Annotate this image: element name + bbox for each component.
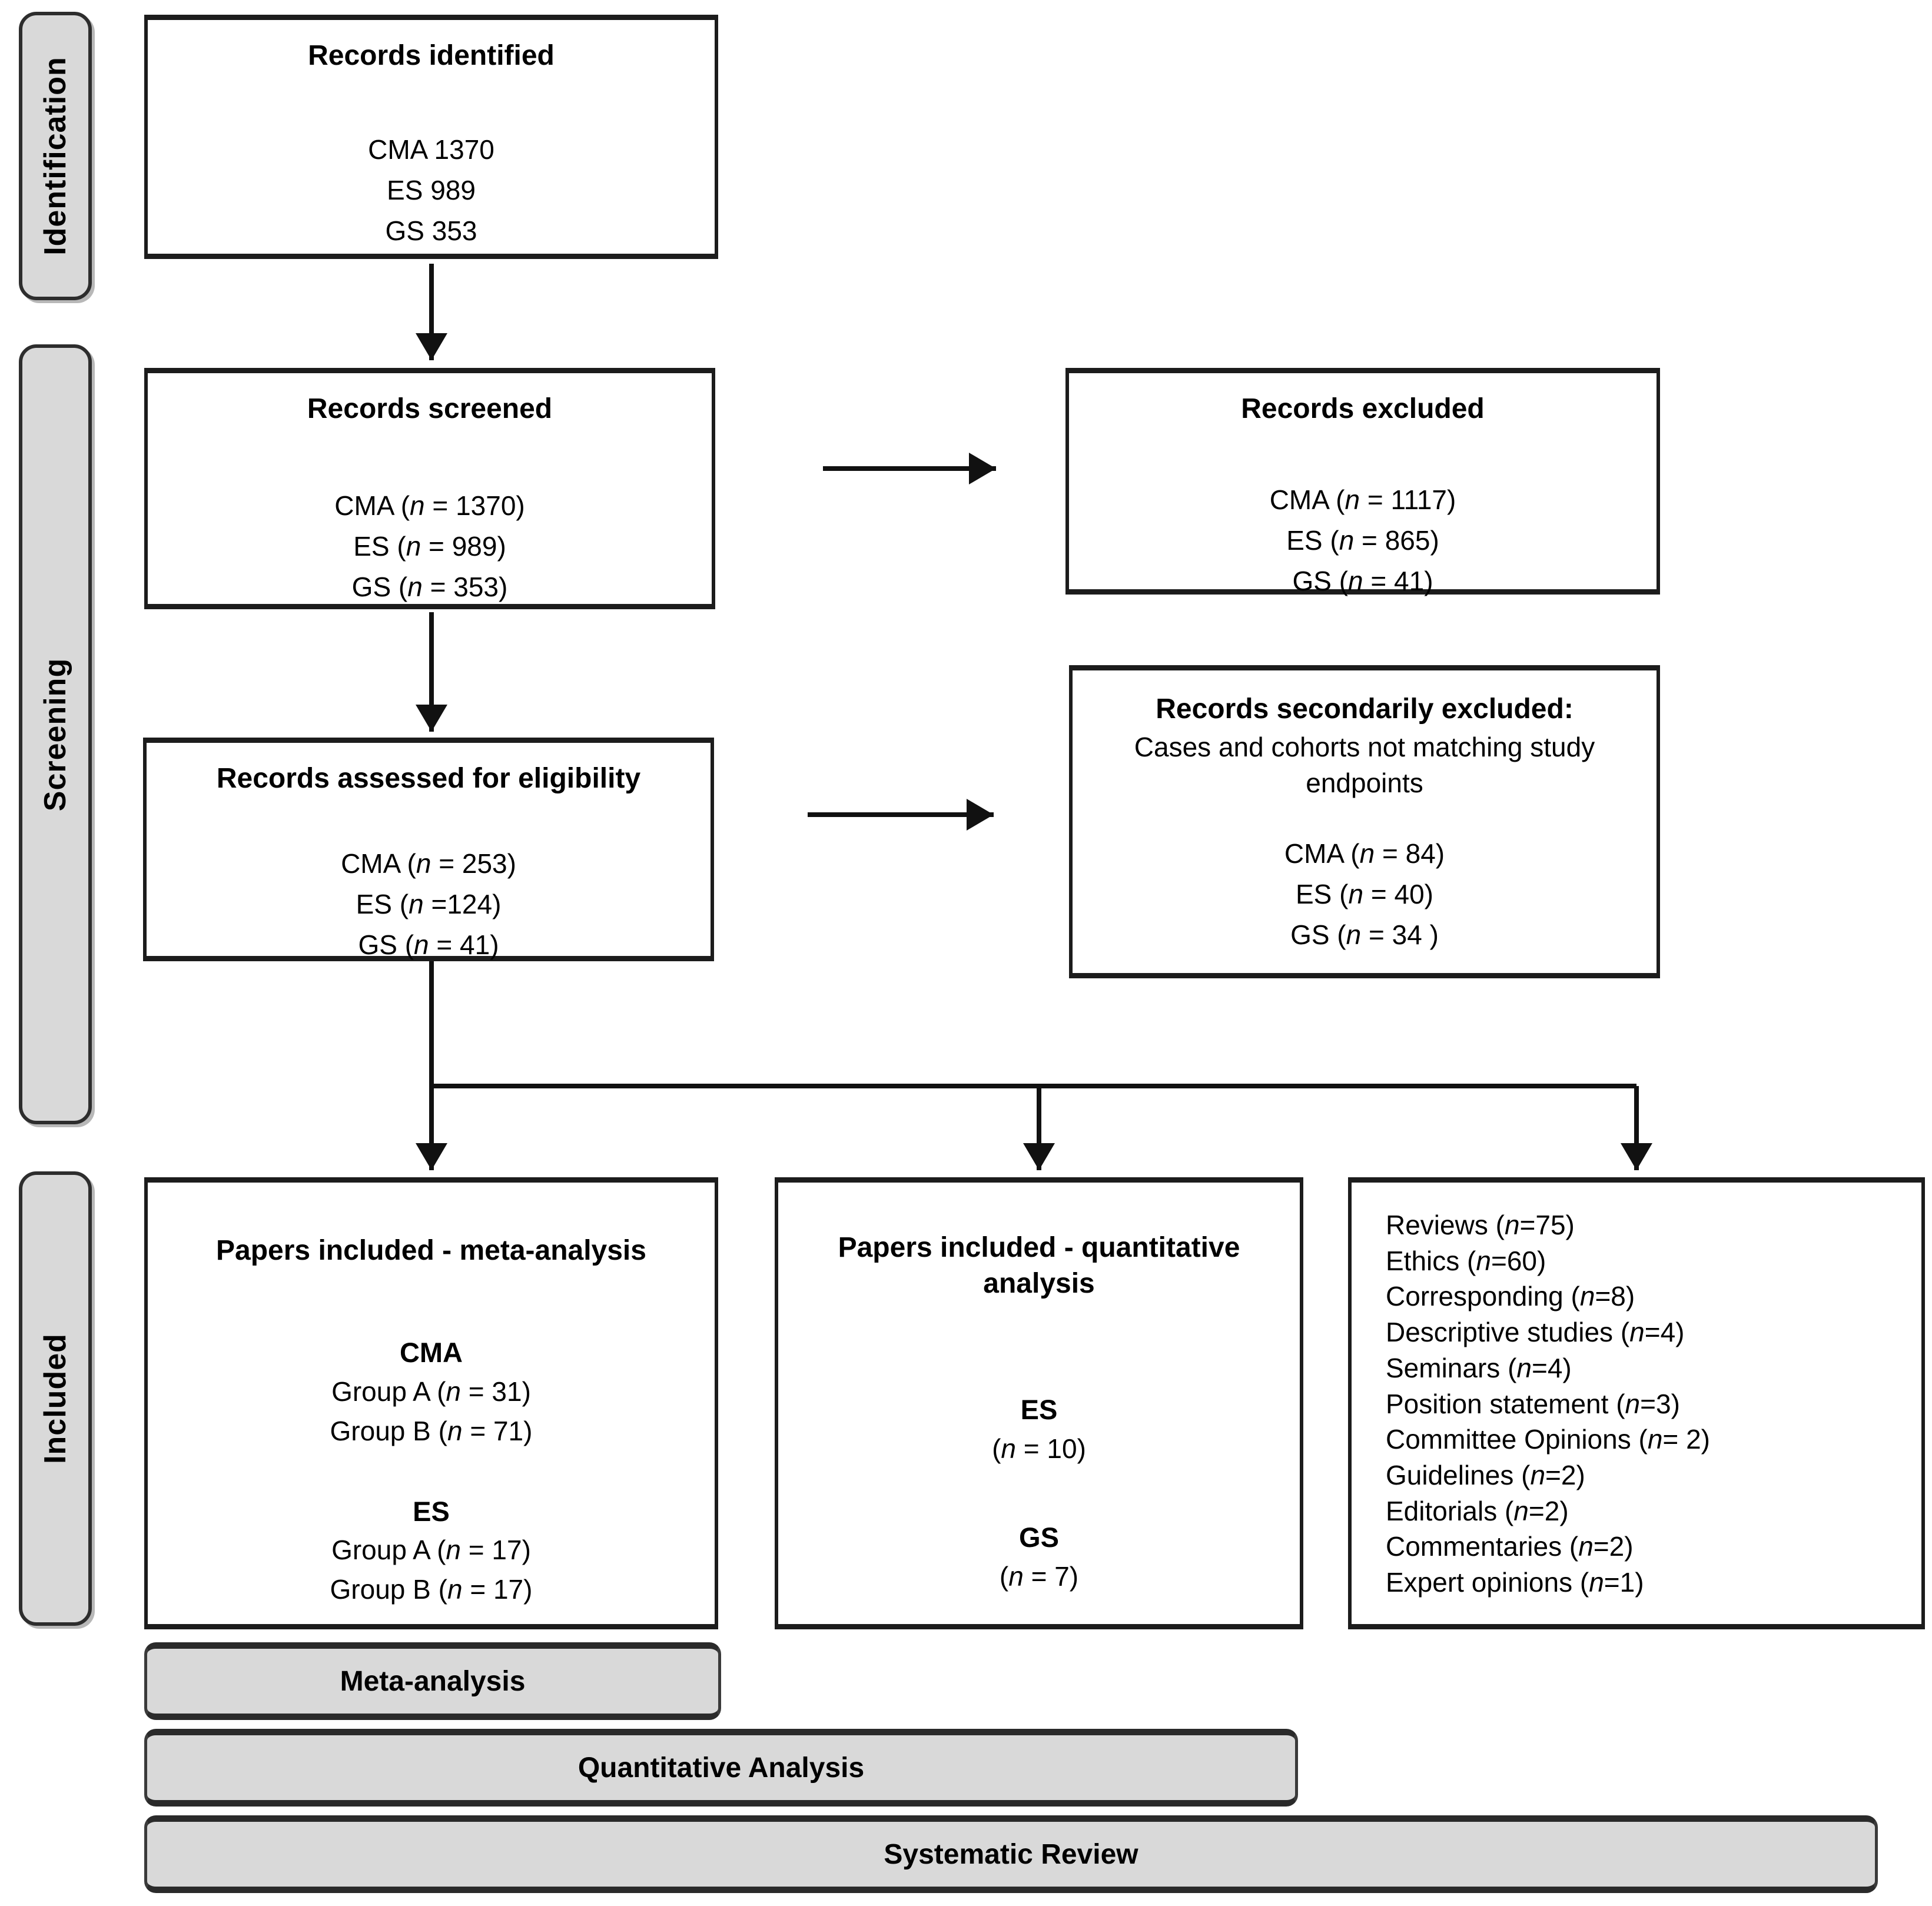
box-records-assessed-title: Records assessed for eligibility (216, 763, 641, 794)
stat-line: CMA (n = 1370) (334, 490, 525, 522)
box-records-secondarily-excluded-title: Records secondarily excluded: (1156, 693, 1574, 725)
stat-line: ES (n = 865) (1286, 525, 1439, 556)
box-papers-meta-analysis-title: Papers included - meta-analysis (216, 1235, 646, 1266)
stage-label-screening: Screening (19, 344, 92, 1124)
stat-line: Group B (n = 17) (330, 1574, 533, 1605)
stat-line: CMA 1370 (368, 134, 494, 165)
stat-line: ES 989 (387, 175, 476, 206)
group-header: ES (413, 1495, 450, 1527)
box-papers-quantitative-title: Papers included - quantitative analysis (838, 1232, 1240, 1300)
stat-line: Group B (n = 71) (330, 1415, 533, 1446)
box-records-screened: Records screened CMA (n = 1370) ES (n = … (144, 368, 715, 609)
group-header: CMA (399, 1337, 463, 1369)
stat-line: Group A (n = 31) (331, 1376, 531, 1407)
list-item: Editorials (n=2) (1386, 1495, 1569, 1526)
bar-meta-analysis: Meta-analysis (144, 1642, 721, 1720)
box-records-secondarily-excluded-subtitle: Cases and cohorts not matching study end… (1134, 732, 1595, 799)
stat-line: CMA (n = 1117) (1269, 484, 1456, 516)
branch-connector (429, 959, 1636, 1088)
group-header: ES (1020, 1393, 1058, 1425)
list-item: Expert opinions (n=1) (1386, 1567, 1644, 1598)
stage-label-included-text: Included (38, 1333, 73, 1464)
stat-line: CMA (n = 253) (341, 848, 516, 879)
stat-line: CMA (n = 84) (1284, 838, 1445, 869)
bar-quantitative-analysis-label: Quantitative Analysis (577, 1752, 865, 1784)
box-records-identified: Records identified CMA 1370 ES 989 GS 35… (144, 15, 718, 259)
box-papers-meta-analysis: Papers included - meta-analysis CMA Grou… (144, 1177, 718, 1629)
box-records-excluded: Records excluded CMA (n = 1117) ES (n = … (1065, 368, 1660, 596)
stage-label-identification-text: Identification (38, 57, 72, 255)
stage-label-screening-text: Screening (38, 658, 73, 811)
list-item: Descriptive studies (n=4) (1386, 1317, 1685, 1348)
stat-line: ES (n = 40) (1296, 878, 1433, 909)
stat-line: Group A (n = 17) (331, 1535, 531, 1566)
stage-label-included: Included (19, 1171, 92, 1626)
list-item: Guidelines (n=2) (1386, 1460, 1585, 1491)
list-item: Reviews (n=75) (1386, 1210, 1575, 1240)
list-item: Commentaries (n=2) (1386, 1531, 1634, 1562)
list-item: Committee Opinions (n= 2) (1386, 1424, 1710, 1455)
stat-line: GS 353 (385, 215, 477, 247)
stat-line: (n = 10) (992, 1433, 1086, 1464)
stat-line: GS (n = 41) (358, 929, 499, 961)
list-item: Position statement (n=3) (1386, 1388, 1680, 1419)
box-records-identified-title: Records identified (308, 40, 555, 71)
stat-line: ES (n =124) (356, 889, 502, 920)
box-records-assessed: Records assessed for eligibility CMA (n … (143, 738, 714, 961)
box-records-screened-title: Records screened (307, 393, 553, 424)
list-item: Ethics (n=60) (1386, 1245, 1546, 1276)
bar-systematic-review: Systematic Review (144, 1815, 1878, 1893)
stat-line: GS (n = 353) (351, 572, 508, 603)
bar-systematic-review-label: Systematic Review (884, 1838, 1138, 1870)
bar-quantitative-analysis: Quantitative Analysis (144, 1729, 1298, 1807)
stat-line: GS (n = 34 ) (1290, 919, 1439, 950)
box-records-excluded-title: Records excluded (1241, 393, 1485, 424)
list-item: Seminars (n=4) (1386, 1352, 1572, 1383)
box-other-papers: Reviews (n=75) Ethics (n=60) Correspondi… (1348, 1177, 1925, 1629)
stat-line: (n = 7) (999, 1561, 1079, 1592)
bar-meta-analysis-label: Meta-analysis (340, 1665, 526, 1697)
box-records-secondarily-excluded: Records secondarily excluded: Cases and … (1069, 665, 1660, 978)
stage-label-identification: Identification (19, 12, 92, 300)
stat-line: GS (n = 41) (1292, 566, 1433, 597)
list-item: Corresponding (n=8) (1386, 1281, 1635, 1312)
group-header: GS (1019, 1522, 1059, 1553)
stat-line: ES (n = 989) (353, 531, 506, 562)
box-papers-quantitative: Papers included - quantitative analysis … (775, 1177, 1303, 1629)
